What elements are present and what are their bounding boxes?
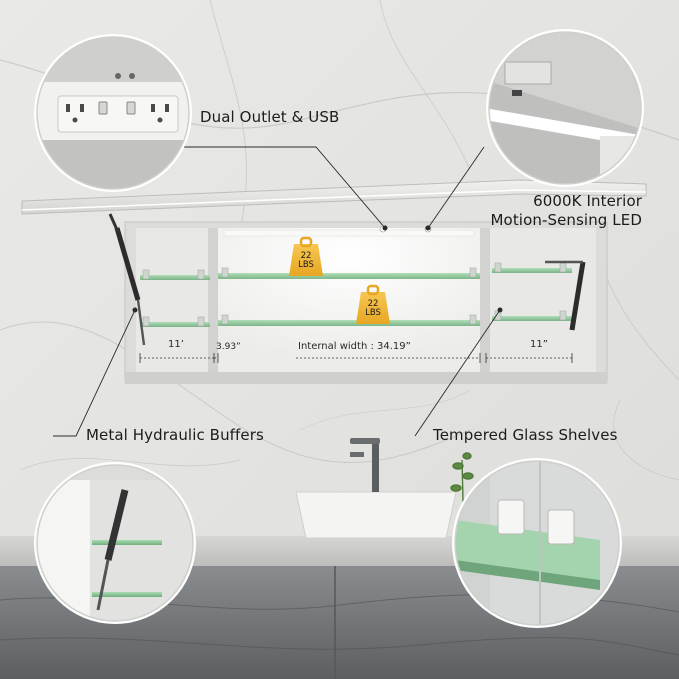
- detail-buffer-circle: [34, 462, 196, 624]
- weight-badge-top: [289, 236, 323, 276]
- faucet: [372, 440, 379, 492]
- glass-shelves: [140, 262, 572, 327]
- weight-badge-middle: [356, 284, 390, 324]
- cabinet-door: [21, 179, 647, 233]
- weight-middle-unit: LBS: [365, 308, 381, 318]
- dimension-right-width: 11”: [530, 339, 548, 350]
- dimension-gap-width: 3.93”: [216, 342, 241, 352]
- callout-led-line2: Motion-Sensing LED: [490, 211, 642, 229]
- callout-led-line1: 6000K Interior: [533, 192, 642, 210]
- callout-motion-led: 6000K Interior Motion-Sensing LED: [491, 192, 643, 230]
- detail-led-circle: [486, 29, 644, 187]
- callout-leaders: [53, 146, 501, 437]
- dimension-left-width: 11’: [168, 339, 184, 350]
- callout-dual-outlet-usb: Dual Outlet & USB: [200, 108, 340, 126]
- weight-top-label: 22 LBS: [291, 252, 321, 270]
- hydraulic-buffers: [114, 227, 586, 346]
- weight-middle-value: 22: [367, 299, 379, 309]
- callout-glass-shelves: Tempered Glass Shelves: [433, 426, 618, 444]
- dimension-internal-width: Internal width : 34.19”: [298, 341, 411, 352]
- weight-top-unit: LBS: [298, 260, 314, 270]
- weight-top-value: 22: [300, 251, 312, 261]
- vessel-sink: [295, 491, 457, 539]
- callout-hydraulic-buffers: Metal Hydraulic Buffers: [86, 426, 264, 444]
- detail-shelf-circle: [452, 458, 622, 628]
- weight-middle-label: 22 LBS: [358, 300, 388, 318]
